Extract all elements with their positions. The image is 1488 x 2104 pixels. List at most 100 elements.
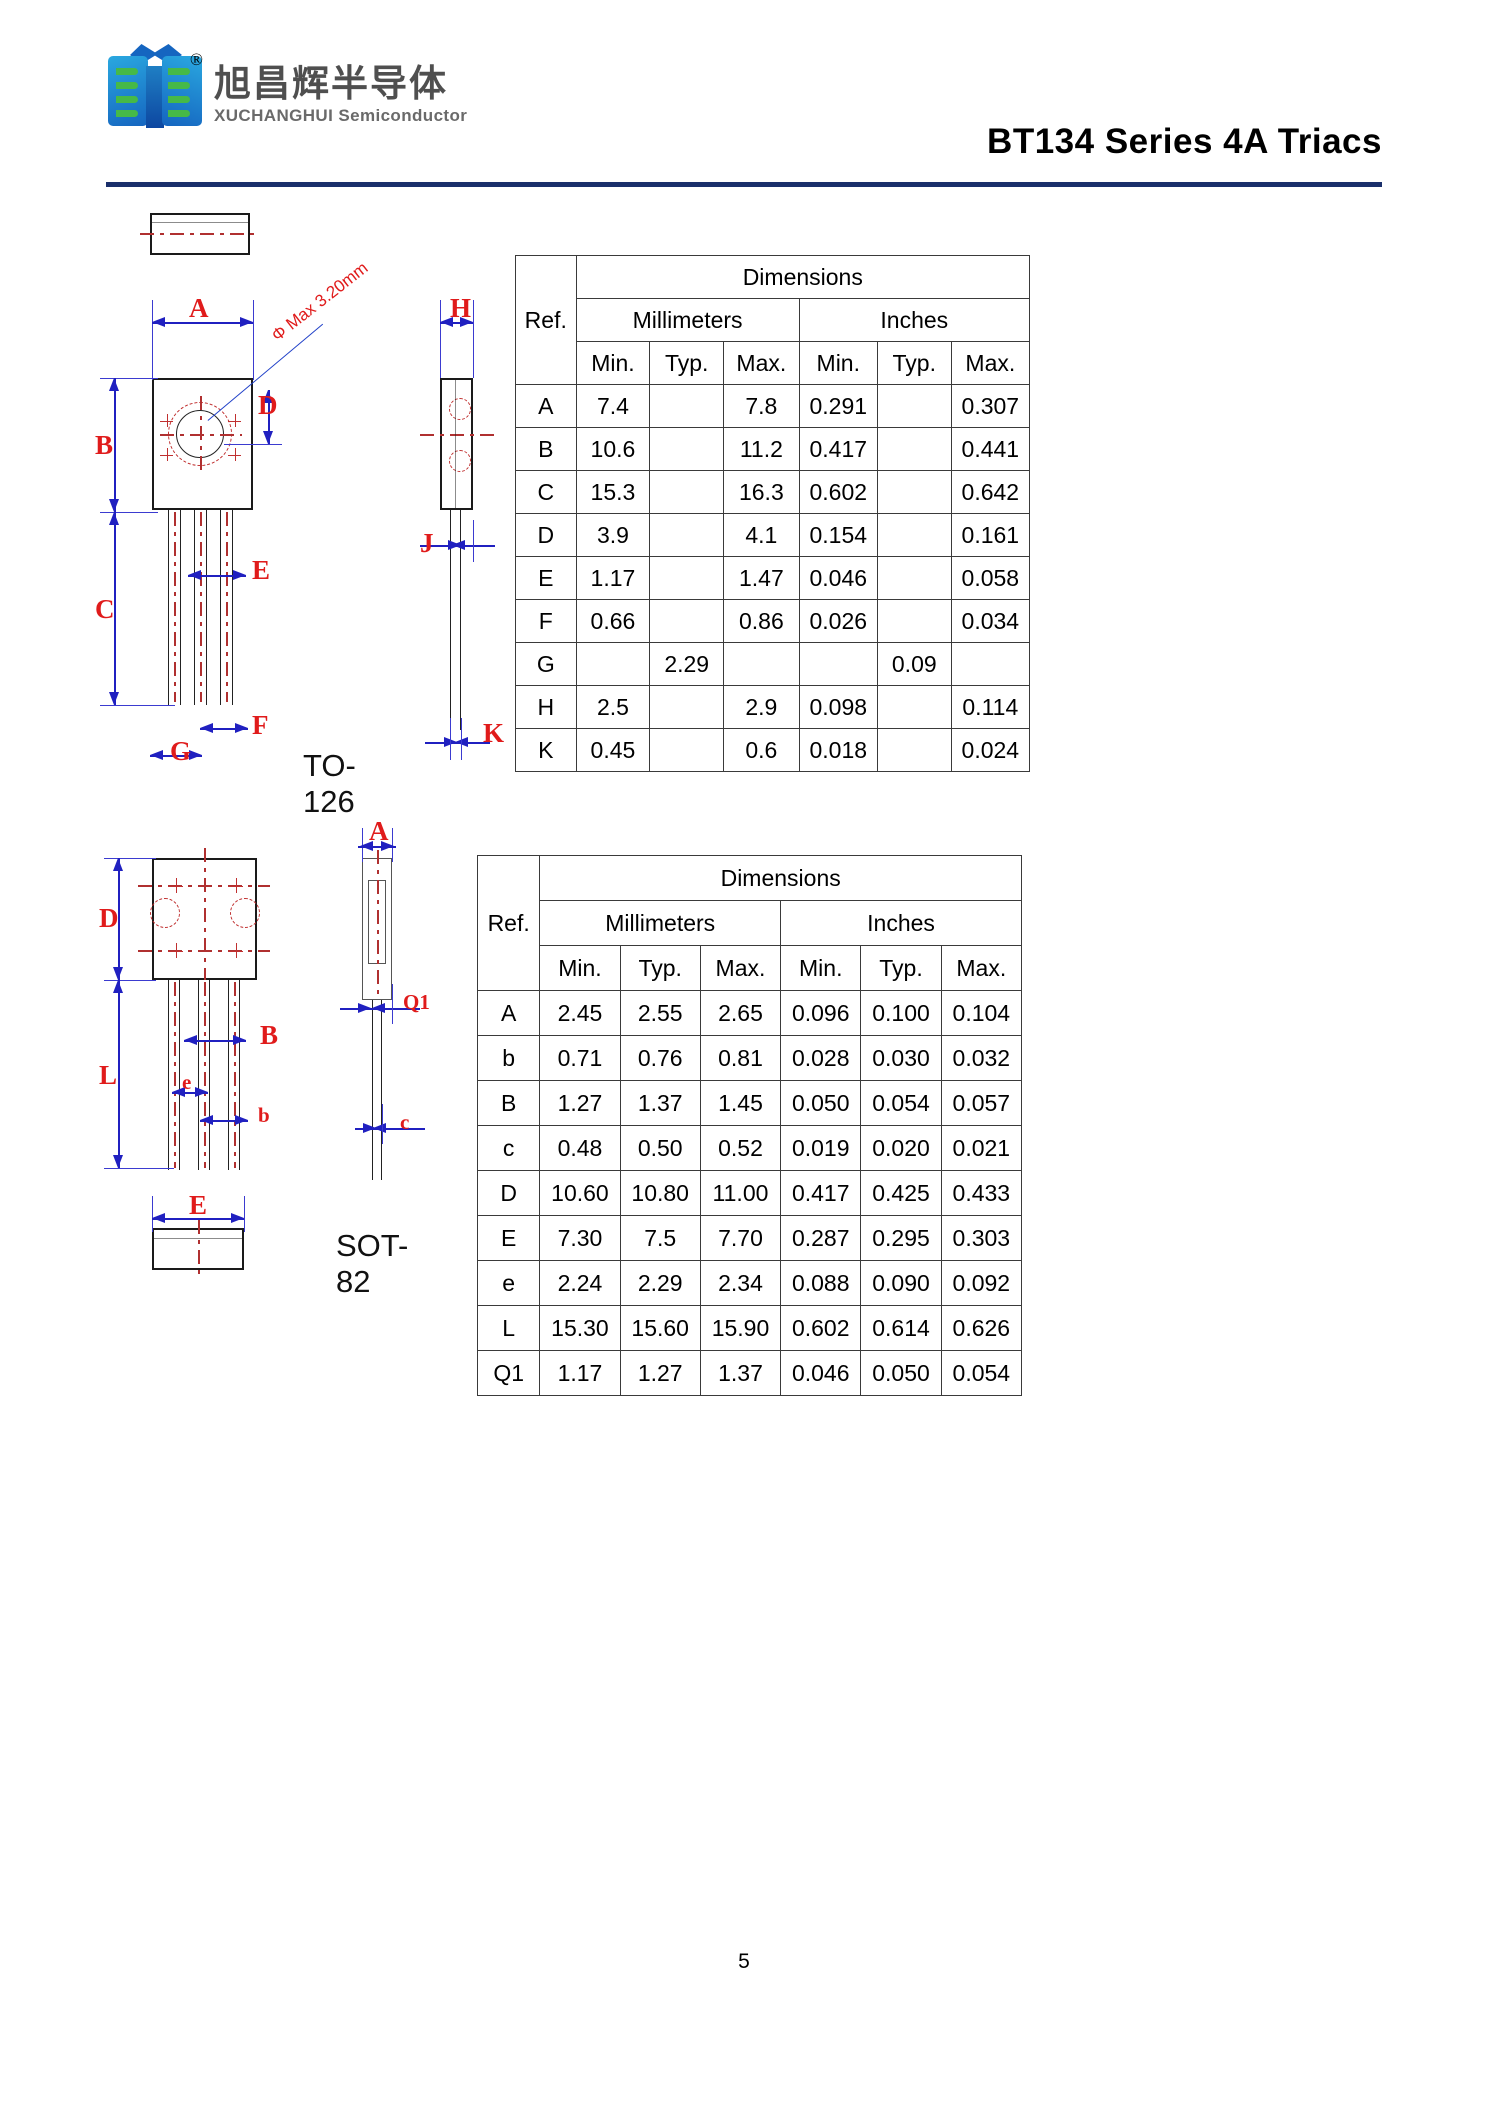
cell-in-typ: [876, 685, 952, 729]
cell-mm-typ: [649, 728, 725, 772]
cell-in-typ: [876, 728, 952, 772]
header-divider: [106, 182, 1382, 187]
cell-ref: H: [515, 685, 577, 729]
cell-mm-typ: 1.27: [619, 1350, 701, 1396]
cell-mm-min: 0.66: [575, 599, 651, 643]
cell-in-min: 0.417: [798, 427, 878, 471]
cell-mm-min: 3.9: [575, 513, 651, 557]
cell-in-typ: 0.020: [860, 1125, 942, 1171]
table-subheader-mm-typ: Typ.: [649, 341, 725, 385]
dim-label-A-sot82: A: [369, 816, 389, 846]
cell-mm-max: 0.81: [699, 1035, 782, 1081]
cell-in-min: 0.088: [780, 1260, 862, 1306]
table-header-ref: Ref.: [515, 255, 577, 385]
cell-in-min: 0.287: [780, 1215, 862, 1261]
cell-ref: C: [515, 470, 577, 514]
table-header-millimeters: Millimeters: [539, 900, 782, 946]
cell-in-min: 0.291: [798, 384, 878, 428]
cell-ref: B: [476, 1080, 541, 1126]
company-name-cn: 旭昌辉半导体: [214, 62, 448, 106]
table-subheader-mm-typ: Typ.: [619, 945, 701, 991]
company-name-block: 旭昌辉半导体 XUCHANGHUI Semiconductor: [214, 62, 468, 126]
cell-mm-max: 11.00: [699, 1170, 782, 1216]
cell-mm-typ: 0.76: [619, 1035, 701, 1081]
cell-in-max: 0.303: [940, 1215, 1023, 1261]
cell-in-min: 0.046: [798, 556, 878, 600]
cell-mm-min: 2.45: [539, 990, 621, 1036]
table-header-dimensions: Dimensions: [539, 855, 1022, 901]
cell-ref: L: [476, 1305, 541, 1351]
cell-in-min: 0.098: [798, 685, 878, 729]
cell-in-min: 0.026: [798, 599, 878, 643]
cell-mm-min: 10.6: [575, 427, 651, 471]
cell-mm-max: 0.86: [723, 599, 800, 643]
cell-ref: K: [515, 728, 577, 772]
table-header-inches: Inches: [780, 900, 1022, 946]
cell-in-max: 0.433: [940, 1170, 1023, 1216]
cell-in-typ: [876, 513, 952, 557]
cell-ref: E: [515, 556, 577, 600]
cell-in-typ: 0.100: [860, 990, 942, 1036]
page-number: 5: [738, 1950, 750, 1973]
logo-leaf-icon: [168, 110, 190, 117]
logo-leaf-icon: [116, 96, 138, 103]
cell-mm-max: 15.90: [699, 1305, 782, 1351]
cell-in-min: 0.019: [780, 1125, 862, 1171]
dim-label-J: J: [420, 528, 434, 558]
cell-mm-typ: [649, 556, 725, 600]
logo-leaf-icon: [168, 82, 190, 89]
dim-label-F: F: [252, 710, 269, 740]
cell-mm-min: 15.3: [575, 470, 651, 514]
cell-in-min: 0.018: [798, 728, 878, 772]
logo-leaf-icon: [168, 68, 190, 75]
cell-mm-typ: [649, 384, 725, 428]
cell-mm-typ: [649, 427, 725, 471]
company-logo: ® 旭昌辉半导体 XUCHANGHUI Semiconductor: [106, 38, 467, 130]
company-name-en: XUCHANGHUI Semiconductor: [214, 106, 468, 125]
table-subheader-mm-max: Max.: [723, 341, 800, 385]
cell-mm-min: 0.48: [539, 1125, 621, 1171]
cell-in-typ: [876, 470, 952, 514]
cell-mm-typ: [649, 599, 725, 643]
registered-trademark-symbol: ®: [190, 50, 203, 69]
table-header-ref: Ref.: [476, 855, 541, 991]
cell-in-max: 0.034: [950, 599, 1031, 643]
cell-in-min: 0.046: [780, 1350, 862, 1396]
table-subheader-mm-min: Min.: [575, 341, 651, 385]
cell-in-max: 0.104: [940, 990, 1023, 1036]
cell-in-max: 0.058: [950, 556, 1031, 600]
logo-spine-icon: [146, 66, 164, 128]
cell-in-typ: 0.614: [860, 1305, 942, 1351]
dim-label-b: b: [258, 1103, 270, 1127]
cell-ref: F: [515, 599, 577, 643]
cell-in-max: 0.626: [940, 1305, 1023, 1351]
cell-in-typ: 0.050: [860, 1350, 942, 1396]
cell-ref: G: [515, 642, 577, 686]
cell-ref: E: [476, 1215, 541, 1261]
cell-in-min: [798, 642, 878, 686]
cell-mm-min: 2.24: [539, 1260, 621, 1306]
cell-mm-typ: 1.37: [619, 1080, 701, 1126]
cell-in-typ: 0.295: [860, 1215, 942, 1261]
cell-in-typ: 0.09: [876, 642, 952, 686]
cell-mm-min: 10.60: [539, 1170, 621, 1216]
cell-ref: Q1: [476, 1350, 541, 1396]
cell-mm-max: 1.47: [723, 556, 800, 600]
cell-in-min: 0.417: [780, 1170, 862, 1216]
cell-mm-max: 7.8: [723, 384, 800, 428]
logo-leaf-icon: [168, 96, 190, 103]
cell-in-typ: [876, 599, 952, 643]
cell-in-max: 0.114: [950, 685, 1031, 729]
table-header-dimensions: Dimensions: [575, 255, 1031, 299]
cell-mm-max: 7.70: [699, 1215, 782, 1261]
cell-in-min: 0.096: [780, 990, 862, 1036]
logo-leaf-icon: [116, 110, 138, 117]
